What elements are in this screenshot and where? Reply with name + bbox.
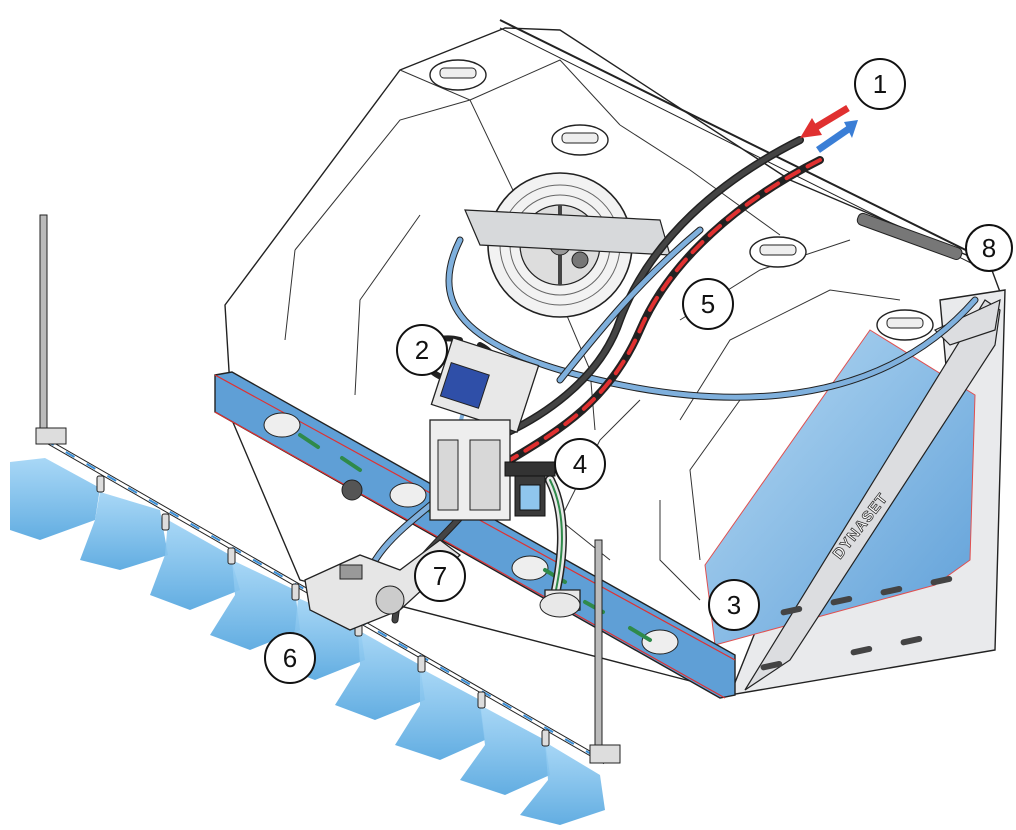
callout-3-label: 3: [727, 590, 741, 620]
callout-6: 6: [264, 632, 316, 684]
inflow-arrow-red-icon: [800, 104, 850, 138]
tank-lids: [429, 59, 934, 341]
inspection-port: [263, 412, 301, 438]
callout-7: 7: [414, 550, 466, 602]
callout-8-label: 8: [982, 233, 996, 263]
callout-2: 2: [396, 324, 448, 376]
inspection-port: [511, 555, 549, 581]
outflow-arrow-blue-icon: [816, 120, 858, 153]
callout-1-label: 1: [873, 69, 887, 99]
suction-elbow: [539, 589, 581, 618]
inspection-port: [389, 482, 427, 508]
hose-reel: [464, 172, 671, 318]
spray-boom: [10, 214, 621, 825]
callout-7-label: 7: [433, 561, 447, 591]
callout-5: 5: [682, 278, 734, 330]
top-rail: [499, 19, 991, 271]
callout-2-label: 2: [415, 335, 429, 365]
callout-5-label: 5: [701, 289, 715, 319]
callout-6-label: 6: [283, 643, 297, 673]
pump-assembly: [429, 336, 540, 521]
nozzles: [96, 475, 550, 747]
filter: [504, 461, 556, 517]
frame-slots: [760, 575, 953, 671]
callout-4-label: 4: [573, 449, 587, 479]
drain-plug: [341, 479, 363, 501]
inspection-port: [641, 629, 679, 655]
callout-1: 1: [854, 58, 906, 110]
callouts: 1 2 3 4 5 6 7 8: [264, 58, 1013, 684]
callout-4: 4: [554, 438, 606, 490]
callout-8: 8: [965, 224, 1013, 272]
callout-3: 3: [708, 579, 760, 631]
